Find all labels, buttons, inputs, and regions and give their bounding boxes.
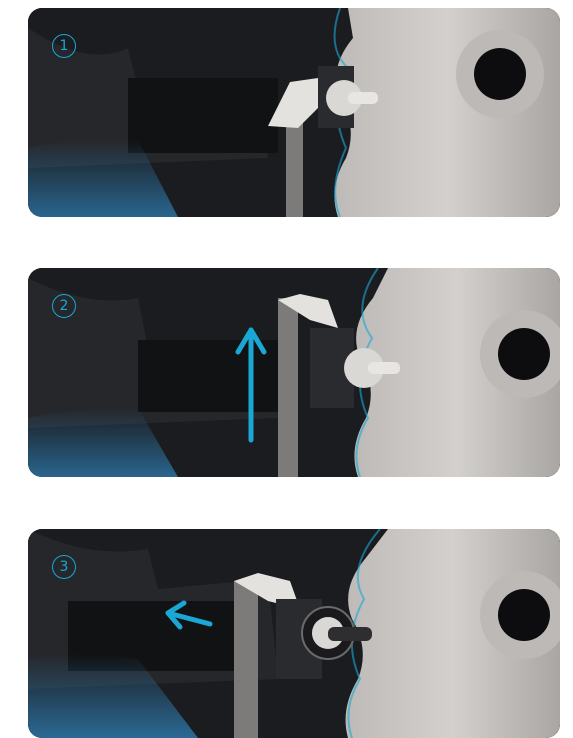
- step-2-panel: 2: [28, 268, 560, 477]
- hook-bolt: [328, 627, 372, 641]
- hook-bolt: [348, 92, 378, 104]
- step-1-panel: 1: [28, 8, 560, 217]
- bumper-hole: [474, 48, 526, 100]
- slot-opening: [128, 78, 278, 153]
- hook-bolt: [368, 362, 400, 374]
- step-2-photo: [28, 268, 560, 477]
- metal-strip: [278, 298, 298, 477]
- step-1-badge: 1: [52, 34, 76, 58]
- step-1-photo: [28, 8, 560, 217]
- metal-strip: [234, 581, 258, 738]
- step-3-panel: 3: [28, 529, 560, 738]
- step-3-photo: [28, 529, 560, 738]
- step-2-badge: 2: [52, 294, 76, 318]
- bumper-hole: [498, 328, 550, 380]
- bumper-hole: [498, 589, 550, 641]
- step-3-badge: 3: [52, 555, 76, 579]
